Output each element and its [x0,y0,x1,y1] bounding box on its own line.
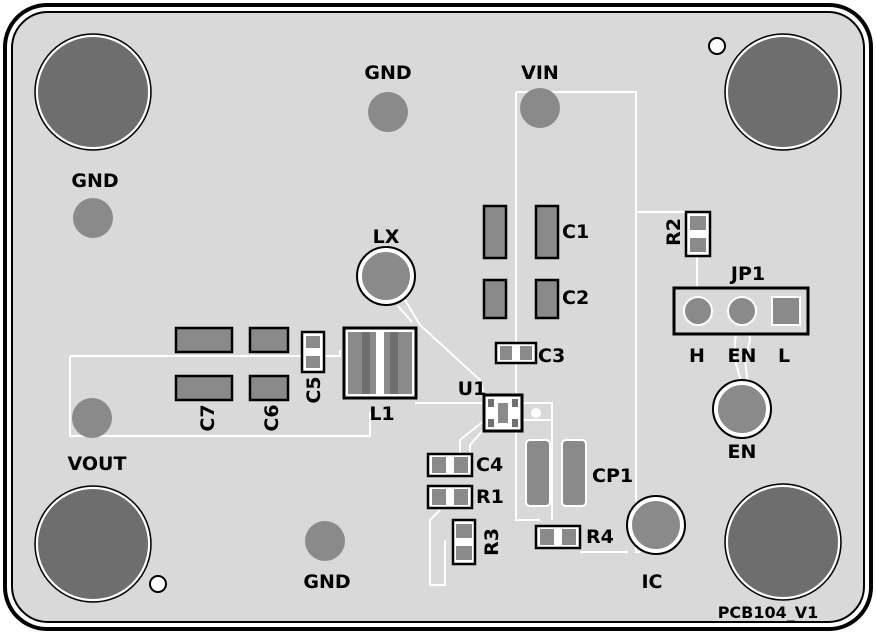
component-r3 [451,518,477,566]
label-gnd-bottom: GND [303,571,350,593]
component-r1 [426,484,474,510]
label-c7: C7 [197,404,219,431]
label-r1: R1 [476,486,504,508]
label-en-testpoint: EN [728,441,757,463]
testpoint-gnd-top [368,92,408,132]
label-l1: L1 [369,403,394,425]
mount-hole-top-left [36,35,150,149]
label-gnd-left: GND [71,170,118,192]
fiducial-bottom-left [149,575,167,593]
label-c1: C1 [562,221,589,243]
label-vin: VIN [521,62,559,84]
testpoint-en [714,381,770,437]
mount-hole-bottom-right [726,485,840,599]
component-c4 [426,452,474,478]
label-jp1-l: L [778,345,790,367]
component-r2 [684,210,712,258]
label-c3: C3 [538,345,565,367]
component-c3 [494,341,538,365]
component-r4 [534,524,582,550]
testpoint-gnd-bottom [305,521,345,561]
fiducial-top-right [708,37,726,55]
label-r4: R4 [586,526,614,548]
label-lx: LX [373,226,400,248]
label-ic: IC [641,571,662,593]
testpoint-vout [72,398,112,438]
component-c6 [248,326,290,402]
label-c4: C4 [476,454,503,476]
label-vout: VOUT [68,453,127,475]
testpoint-gnd-left [73,198,113,238]
label-u1: U1 [458,378,487,400]
testpoint-ic [628,497,684,553]
testpoint-vin [520,88,560,128]
label-gnd-top: GND [364,62,411,84]
component-jp1 [672,286,810,336]
testpoint-lx [358,248,414,304]
label-jp1-h: H [689,345,705,367]
component-u1 [482,393,524,433]
component-l1 [342,326,418,400]
label-c5: C5 [303,376,325,403]
label-r2: R2 [663,218,685,246]
component-c7 [174,326,234,402]
label-c2: C2 [562,287,589,309]
mount-hole-bottom-left [36,487,150,601]
board-surface [11,11,865,623]
label-board-id: PCB104_V1 [718,603,819,622]
mount-hole-top-right [726,35,840,149]
component-c2 [482,278,560,320]
component-cp1 [525,439,587,507]
label-cp1: CP1 [592,465,633,487]
label-c6: C6 [261,404,283,431]
label-jp1: JP1 [729,263,765,285]
traces [69,91,752,586]
component-c1 [482,204,560,260]
label-jp1-en: EN [728,345,757,367]
label-r3: R3 [481,528,503,556]
component-c5 [300,330,326,374]
